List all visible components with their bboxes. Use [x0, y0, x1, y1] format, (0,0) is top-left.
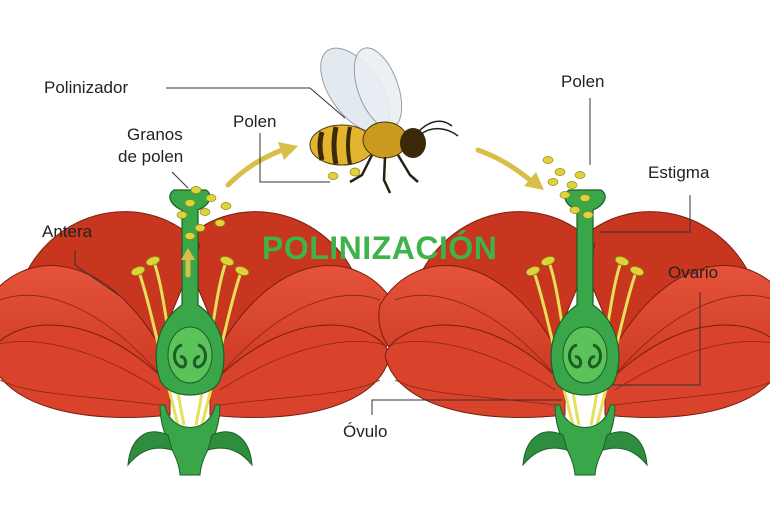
- leader-lines: [74, 87, 701, 415]
- label-granos-line1: Granos: [127, 125, 183, 144]
- pollen-grains-right: [542, 156, 594, 219]
- diagram-title: POLINIZACIÓN: [262, 230, 498, 266]
- arrow-to-bee-icon: [225, 142, 298, 188]
- label-polen-left: Polen: [233, 112, 277, 131]
- arrow-to-flower-icon: [475, 147, 544, 190]
- bee-icon: [309, 47, 459, 194]
- leader-estigma: [600, 195, 691, 233]
- label-estigma: Estigma: [648, 163, 710, 182]
- label-granos-line2: de polen: [118, 147, 184, 166]
- leader-polinizador: [166, 87, 346, 119]
- label-ovario: Ovario: [668, 263, 719, 282]
- leader-granos: [171, 171, 189, 189]
- label-polinizador: Polinizador: [44, 78, 129, 97]
- leader-polen-left: [259, 133, 330, 183]
- label-polen-right: Polen: [561, 72, 605, 91]
- leader-antera: [74, 250, 121, 297]
- leader-ovario: [612, 292, 701, 386]
- leader-ovulo: [371, 399, 562, 415]
- label-ovulo: Óvulo: [343, 422, 388, 441]
- arrow-up-icon: [181, 248, 195, 278]
- label-antera: Antera: [42, 222, 93, 241]
- pollen-grains-left: [176, 186, 232, 240]
